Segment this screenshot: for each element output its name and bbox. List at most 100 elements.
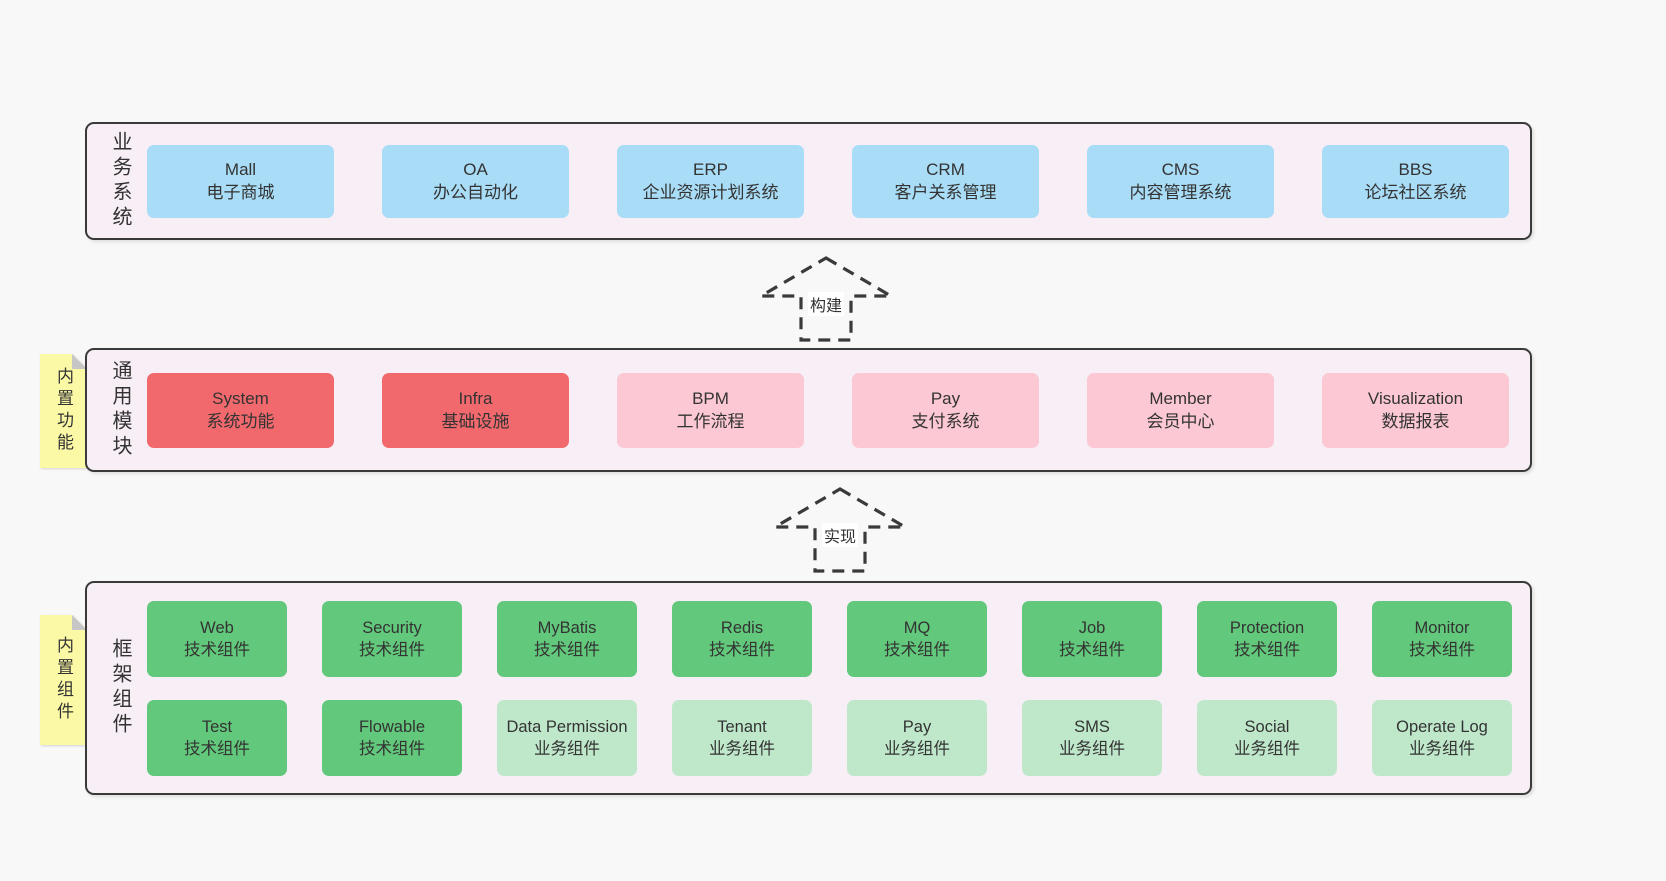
box-tenant: Tenant 业务组件	[672, 699, 812, 776]
box-pay: Pay 业务组件	[847, 699, 987, 776]
box-subtitle: 论坛社区系统	[1364, 183, 1467, 202]
box-title: CRM	[926, 160, 965, 179]
box-subtitle: 业务组件	[884, 739, 950, 758]
up-arrow-icon	[758, 256, 894, 342]
box-mybatis: MyBatis 技术组件	[497, 600, 637, 677]
layer-title: 框架组件	[109, 638, 131, 738]
box-title: Operate Log	[1396, 717, 1488, 736]
box-subtitle: 电子商城	[206, 183, 275, 202]
box-oa: OA 办公自动化	[382, 144, 569, 218]
box-visualization: Visualization 数据报表	[1322, 372, 1509, 448]
box-title: CMS	[1161, 160, 1200, 179]
box-title: ERP	[693, 160, 728, 179]
arrow-implement: 实现	[772, 487, 908, 573]
box-title: BPM	[692, 389, 729, 408]
box-title: Social	[1244, 717, 1290, 736]
box-subtitle: 支付系统	[911, 412, 980, 431]
box-subtitle: 业务组件	[1234, 739, 1300, 758]
box-title: Security	[362, 618, 422, 637]
box-title: BBS	[1398, 160, 1433, 179]
box-operate-log: Operate Log 业务组件	[1372, 699, 1512, 776]
arrow-label: 实现	[821, 523, 859, 547]
box-subtitle: 技术组件	[1234, 640, 1300, 659]
box-subtitle: 技术组件	[359, 739, 425, 758]
box-subtitle: 业务组件	[1059, 739, 1125, 758]
box-title: Pay	[930, 389, 961, 408]
box-title: Web	[200, 618, 234, 637]
sticky-note-paper	[40, 354, 87, 468]
box-subtitle: 业务组件	[534, 739, 600, 758]
box-subtitle: 技术组件	[184, 640, 250, 659]
box-subtitle: 技术组件	[184, 739, 250, 758]
box-test: Test 技术组件	[147, 699, 287, 776]
box-title: Pay	[902, 717, 932, 736]
box-bbs: BBS 论坛社区系统	[1322, 144, 1509, 218]
box-cms: CMS 内容管理系统	[1087, 144, 1274, 218]
arrow-label: 构建	[807, 292, 845, 316]
box-row: Mall 电子商城 OA 办公自动化 ERP 企业资源计划系统 CRM 客户关系管理 CMS 内容…	[147, 144, 1512, 218]
box-title: Protection	[1229, 618, 1305, 637]
box-subtitle: 系统功能	[206, 412, 275, 431]
box-title: Data Permission	[506, 717, 628, 736]
box-mall: Mall 电子商城	[147, 144, 334, 218]
layer-title: 业务系统	[109, 131, 131, 231]
layer-title: 通用模块	[109, 360, 131, 460]
box-title: OA	[463, 160, 488, 179]
box-subtitle: 技术组件	[1409, 640, 1475, 659]
box-title: Test	[201, 717, 233, 736]
arrow-build: 构建	[758, 256, 894, 342]
box-subtitle: 技术组件	[534, 640, 600, 659]
box-subtitle: 技术组件	[709, 640, 775, 659]
box-subtitle: 企业资源计划系统	[642, 183, 779, 202]
layer-rows: Mall 电子商城 OA 办公自动化 ERP 企业资源计划系统 CRM 客户关系管理 CMS 内容…	[147, 144, 1512, 218]
sticky-note-builtin-components: 内置组件	[40, 615, 87, 745]
box-title: Visualization	[1367, 389, 1464, 408]
sticky-note-builtin-features: 内置功能	[40, 354, 87, 468]
box-pay: Pay 支付系统	[852, 372, 1039, 448]
box-title: MyBatis	[537, 618, 597, 637]
box-data-permission: Data Permission 业务组件	[497, 699, 637, 776]
box-subtitle: 办公自动化	[433, 183, 518, 202]
sticky-note-paper	[40, 615, 87, 745]
box-social: Social 业务组件	[1197, 699, 1337, 776]
box-title: Infra	[458, 389, 493, 408]
box-bpm: BPM 工作流程	[617, 372, 804, 448]
box-subtitle: 业务组件	[709, 739, 775, 758]
box-subtitle: 客户关系管理	[894, 183, 997, 202]
box-infra: Infra 基础设施	[382, 372, 569, 448]
box-protection: Protection 技术组件	[1197, 600, 1337, 677]
box-subtitle: 基础设施	[441, 412, 510, 431]
box-erp: ERP 企业资源计划系统	[617, 144, 804, 218]
box-title: Job	[1078, 618, 1106, 637]
box-subtitle: 会员中心	[1146, 412, 1215, 431]
box-subtitle: 技术组件	[1059, 640, 1125, 659]
box-subtitle: 内容管理系统	[1129, 183, 1232, 202]
up-arrow-icon	[772, 487, 908, 573]
box-subtitle: 业务组件	[1409, 739, 1475, 758]
box-title: Mall	[224, 160, 257, 179]
box-subtitle: 技术组件	[884, 640, 950, 659]
sticky-note-label: 内置功能	[54, 367, 73, 455]
box-flowable: Flowable 技术组件	[322, 699, 462, 776]
box-crm: CRM 客户关系管理	[852, 144, 1039, 218]
box-job: Job 技术组件	[1022, 600, 1162, 677]
box-title: Tenant	[717, 717, 767, 736]
box-title: Member	[1149, 389, 1212, 408]
box-subtitle: 数据报表	[1381, 412, 1450, 431]
box-member: Member 会员中心	[1087, 372, 1274, 448]
box-title: Flowable	[358, 717, 426, 736]
box-subtitle: 工作流程	[676, 412, 745, 431]
